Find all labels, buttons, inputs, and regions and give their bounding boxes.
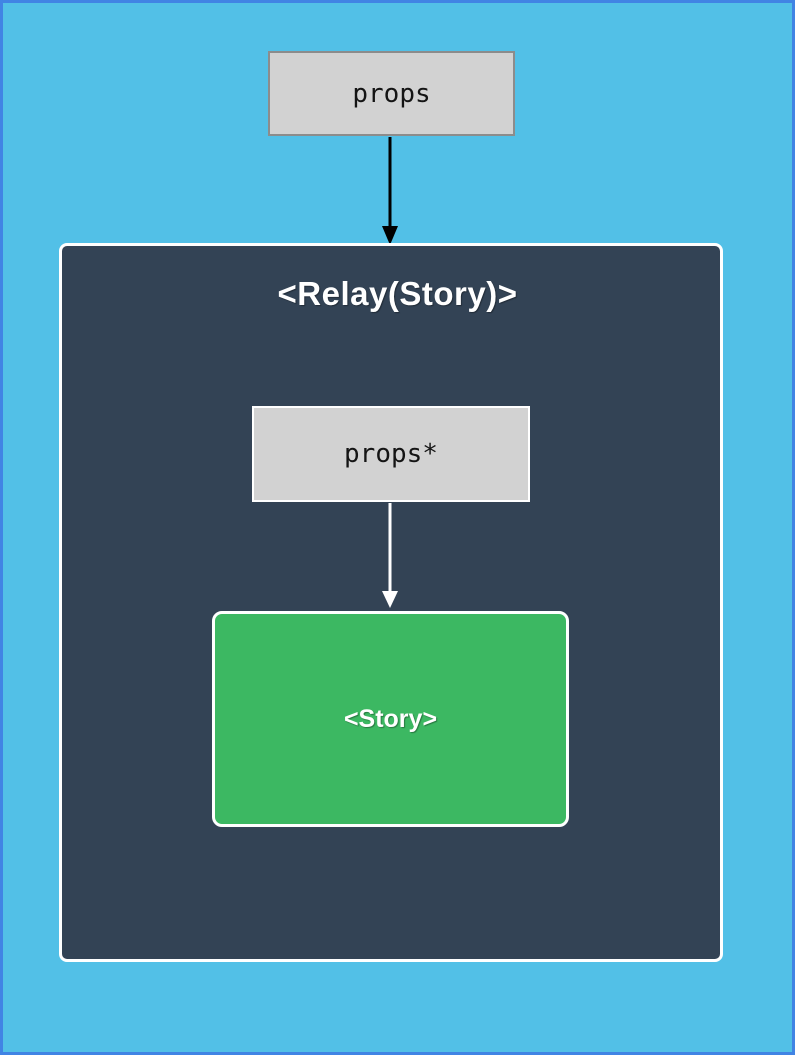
props-to-relay-arrow xyxy=(382,137,398,245)
props-star-node: props* xyxy=(252,406,530,502)
arrow-shaft xyxy=(388,137,392,226)
story-node-label: <Story> xyxy=(343,704,438,733)
relay-container-title: <Relay(Story)> xyxy=(277,275,518,312)
arrow-head-down-icon xyxy=(382,591,398,608)
props-star-to-story-arrow xyxy=(382,503,398,608)
props-node: props xyxy=(268,51,515,136)
story-node: <Story> xyxy=(212,611,569,827)
arrow-head-down-icon xyxy=(382,226,398,245)
props-star-node-label: props* xyxy=(344,439,438,469)
arrow-shaft xyxy=(388,503,392,591)
props-node-label: props xyxy=(352,78,431,109)
